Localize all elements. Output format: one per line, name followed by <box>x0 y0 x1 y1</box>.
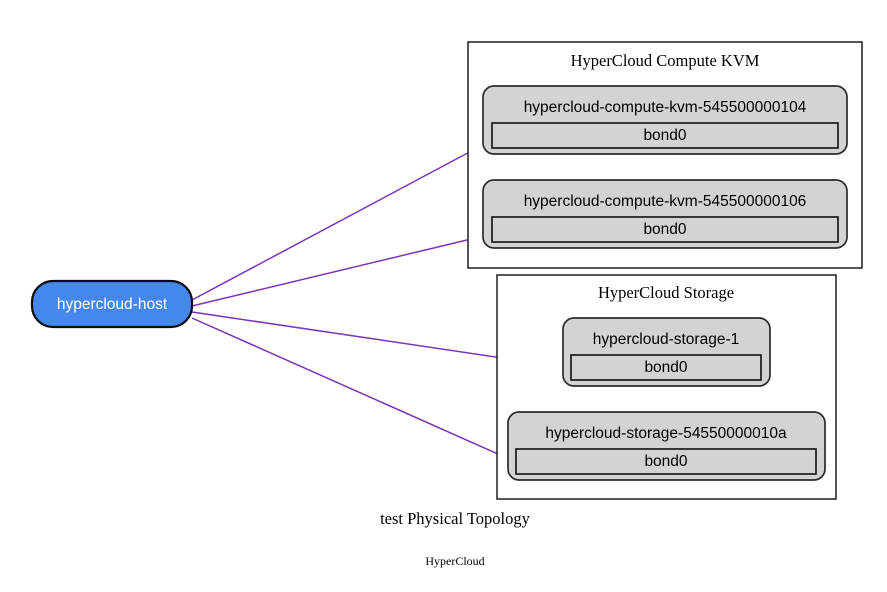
node-storage-1-label: hypercloud-storage-1 <box>593 331 739 348</box>
edge-host-to-storage-10a <box>191 317 517 463</box>
port-bond0-storage-10a-box[interactable] <box>515 448 817 475</box>
port-bond0-storage-1-box[interactable] <box>570 354 762 381</box>
node-storage-1[interactable]: hypercloud-storage-1 bond0 <box>562 317 771 387</box>
node-hypercloud-host-body[interactable] <box>30 279 194 329</box>
cluster-storage: HyperCloud Storage hypercloud-storage-1 … <box>496 274 837 500</box>
node-compute-kvm-104-label: hypercloud-compute-kvm-545500000104 <box>524 99 807 116</box>
port-bond0-compute-104-label: bond0 <box>643 127 686 144</box>
edge-host-to-compute-kvm-106 <box>191 233 493 307</box>
node-hypercloud-host-label: hypercloud-host <box>57 296 168 313</box>
node-storage-10a-label: hypercloud-storage-54550000010a <box>545 425 787 442</box>
edge-host-to-compute-kvm-104 <box>191 139 493 301</box>
edge-group <box>191 139 571 463</box>
node-compute-kvm-106-label: hypercloud-compute-kvm-545500000106 <box>524 193 807 210</box>
node-compute-kvm-104[interactable]: hypercloud-compute-kvm-545500000104 bond… <box>482 85 848 155</box>
node-compute-kvm-106[interactable]: hypercloud-compute-kvm-545500000106 bond… <box>482 179 848 249</box>
diagram-caption-subtitle: HyperCloud <box>425 554 484 568</box>
port-bond0-compute-106-box[interactable] <box>491 216 839 243</box>
port-bond0-storage-1-label: bond0 <box>644 359 687 376</box>
diagram-caption-title: test Physical Topology <box>380 509 531 528</box>
cluster-compute-kvm-title: HyperCloud Compute KVM <box>571 51 760 70</box>
port-bond0-compute-104-box[interactable] <box>491 122 839 149</box>
port-bond0-storage-10a-label: bond0 <box>644 453 687 470</box>
cluster-storage-title: HyperCloud Storage <box>598 283 734 302</box>
node-hypercloud-host[interactable]: hypercloud-host <box>30 279 194 329</box>
port-bond0-compute-106-label: bond0 <box>643 221 686 238</box>
cluster-compute-kvm: HyperCloud Compute KVM hypercloud-comput… <box>467 41 863 269</box>
node-storage-10a[interactable]: hypercloud-storage-54550000010a bond0 <box>507 411 826 481</box>
